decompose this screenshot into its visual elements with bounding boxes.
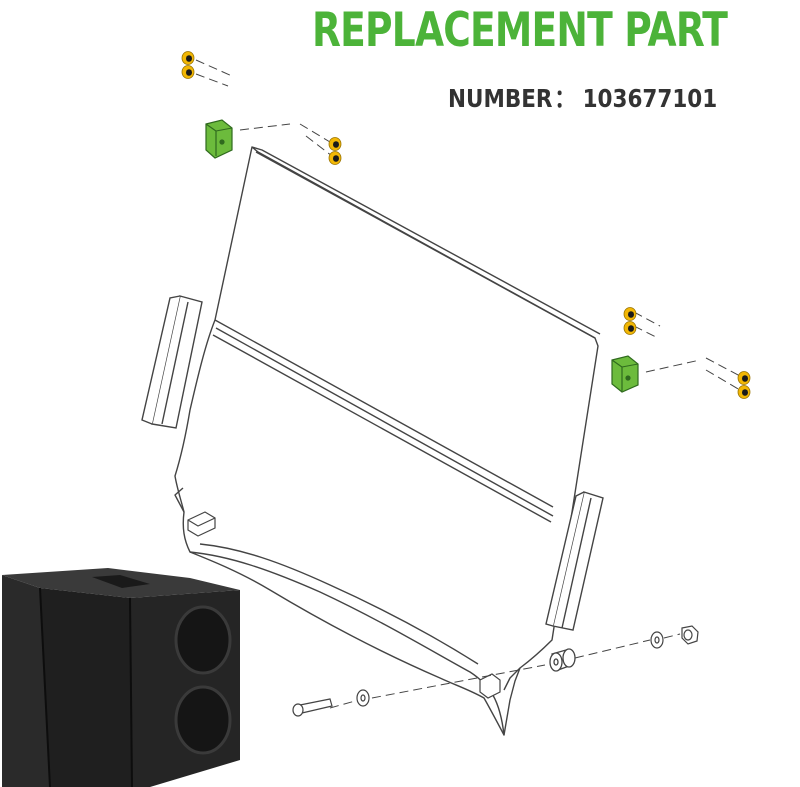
screw-icon (737, 371, 751, 385)
screw-icon (623, 307, 637, 321)
screw-group-right-upper (623, 307, 637, 335)
part-number-value: 103677101 (582, 84, 718, 113)
windshield-fold-low (212, 334, 552, 523)
bumper-hole-lower (174, 685, 232, 755)
screw-icon (623, 321, 637, 335)
screw-icon (328, 137, 342, 151)
bumper-slot (92, 575, 150, 588)
windshield-tab-right (479, 673, 501, 699)
mounting-clip-right (611, 355, 639, 393)
windshield-top-edge-inner (255, 151, 596, 339)
part-number-line: NUMBER：103677101 (448, 82, 717, 116)
nut-icon (681, 625, 699, 645)
bumper-mid-face (40, 588, 132, 787)
assembly-lines (195, 59, 741, 709)
screw-group-top-right (328, 137, 342, 165)
screw-icon (181, 51, 195, 65)
windshield-notch-left (174, 487, 185, 513)
part-number-separator: ： (554, 84, 576, 113)
part-number-label: NUMBER (448, 84, 553, 113)
windshield-notch-right (503, 667, 521, 691)
screw-icon (328, 151, 342, 165)
screw-group-top-left (181, 51, 195, 79)
windshield-fold-top (214, 319, 554, 508)
bolt-icon (292, 698, 333, 717)
washer-icon (356, 689, 370, 707)
spacer-icon (549, 648, 576, 672)
side-strip-right (545, 491, 604, 631)
windshield-top-edge (251, 146, 601, 335)
screw-icon (181, 65, 195, 79)
bumper-left-face (2, 575, 50, 787)
side-strip-left (141, 295, 203, 429)
windshield-bottom-curve-inner (199, 543, 479, 665)
windshield-fold-mid (215, 327, 554, 517)
rubber-bumper-block (2, 568, 240, 787)
windshield-tab-left (187, 511, 216, 537)
screw-group-right-lower (737, 371, 751, 399)
mounting-clip-top (205, 119, 233, 159)
washer-icon-right (650, 631, 664, 649)
page-title: REPLACEMENT PART (312, 3, 728, 58)
bumper-hole-upper (174, 605, 232, 675)
screw-icon (737, 385, 751, 399)
